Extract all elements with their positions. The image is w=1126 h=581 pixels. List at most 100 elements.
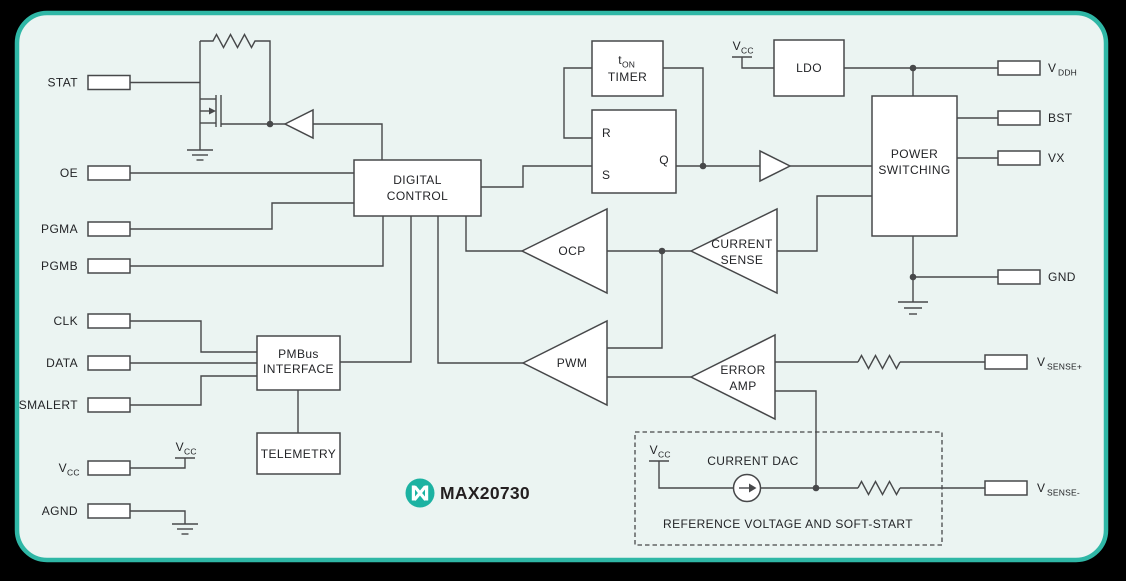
device-name: MAX20730	[440, 483, 530, 503]
block-pwm: PWM	[521, 319, 608, 407]
reference-soft-start-region: REFERENCE VOLTAGE AND SOFT-START CURRENT…	[634, 431, 943, 546]
wire-smalert	[130, 375, 257, 406]
block-telemetry: TELEMETRY	[256, 432, 341, 475]
amplifier-triangle	[689, 333, 776, 421]
pin-vddh: V DDH	[997, 60, 1077, 78]
block-pmbus-interface: PMBus INTERFACE	[256, 335, 341, 391]
current-source-icon	[732, 473, 762, 503]
inverter-icon	[283, 108, 314, 140]
vcc-label: V	[176, 440, 184, 454]
pin-box	[87, 221, 131, 237]
pin-label-sub: SENSE+	[1047, 362, 1082, 372]
vcc-rail-icon: V CC	[649, 443, 671, 462]
pin-box	[997, 60, 1041, 76]
wire-vcc-pin	[130, 458, 186, 469]
wire-inverter-input	[313, 123, 383, 160]
block-label: TIMER	[608, 70, 647, 84]
wire-node-to-pwm	[607, 251, 663, 349]
pin-vx: VX	[997, 150, 1065, 166]
block-label: AMP	[729, 379, 756, 393]
junction-dot	[909, 273, 917, 281]
block-box	[353, 159, 482, 217]
block-box	[773, 39, 845, 97]
pin-box	[997, 150, 1041, 166]
pin-label: PGMA	[41, 222, 78, 236]
buffer-icon	[759, 149, 792, 183]
block-label: DIGITAL	[393, 173, 442, 187]
block-label: CONTROL	[387, 189, 448, 203]
pin-label-sub: CC	[67, 468, 80, 478]
pin-label: V	[59, 461, 67, 475]
block-rs-latch: R S Q	[591, 109, 677, 194]
pin-data: DATA	[46, 355, 131, 371]
wire-vcc-to-dac	[658, 461, 734, 489]
pin-label: SMALERT	[19, 398, 79, 412]
pin-label: GND	[1048, 270, 1076, 284]
ground-icon	[898, 301, 928, 315]
wire-timer-feedback	[663, 67, 704, 166]
mosfet-icon	[200, 95, 222, 127]
block-label-sub: ON	[622, 60, 635, 70]
resistor-icon	[857, 480, 901, 496]
vcc-rail-icon: V CC	[175, 440, 197, 459]
block-error-amp: ERROR AMP	[689, 333, 776, 421]
vcc-rail-icon: V CC	[732, 39, 753, 58]
pin-box	[87, 313, 131, 329]
latch-r-label: R	[602, 126, 611, 140]
block-box	[256, 335, 341, 391]
junction-dot	[266, 120, 274, 128]
pin-stat: STAT	[48, 74, 131, 91]
current-source-arrow-head	[749, 483, 757, 493]
maxim-logo: MAX20730	[405, 478, 530, 508]
pin-label: V	[1037, 481, 1045, 495]
junction-dot	[909, 64, 917, 72]
junction-dot	[658, 247, 666, 255]
pin-box	[87, 460, 131, 476]
wire-dc-to-s	[481, 165, 592, 188]
pin-pgma: PGMA	[41, 221, 131, 237]
latch-s-label: S	[602, 168, 610, 182]
wire-agnd	[130, 510, 186, 524]
reference-label: REFERENCE VOLTAGE AND SOFT-START	[663, 517, 913, 531]
amplifier-triangle	[689, 207, 778, 295]
dashed-box	[634, 431, 943, 546]
wire-timer-to-r	[563, 67, 592, 139]
pin-label: VX	[1048, 151, 1065, 165]
block-digital-control: DIGITAL CONTROL	[353, 159, 482, 217]
pin-clk: CLK	[53, 313, 131, 329]
wire-ocp-to-dc	[465, 216, 522, 252]
pin-label-sub: SENSE-	[1047, 488, 1080, 498]
wire-vcc-to-ldo	[741, 57, 774, 69]
vcc-label-sub: CC	[184, 447, 197, 457]
wire-pgma	[130, 202, 354, 230]
pin-label-sub: DDH	[1058, 68, 1077, 78]
wire-pmbus-to-dc	[340, 216, 412, 363]
pin-gnd: GND	[997, 269, 1076, 285]
pin-label: OE	[60, 166, 78, 180]
ground-icon	[172, 523, 198, 535]
junction-dot	[812, 484, 820, 492]
pin-label: AGND	[42, 504, 78, 518]
pin-label: BST	[1048, 111, 1073, 125]
resistor-icon	[857, 354, 901, 370]
pin-box	[984, 480, 1028, 496]
maxim-logo-glyph	[413, 485, 427, 501]
block-label: PWM	[557, 356, 588, 370]
pin-box	[87, 74, 131, 91]
pin-label: PGMB	[41, 259, 78, 273]
pin-label: STAT	[48, 76, 79, 90]
block-label: LDO	[796, 61, 822, 75]
block-label: CURRENT	[711, 237, 773, 251]
vcc-label-sub: CC	[658, 450, 671, 460]
block-ton-timer: t ON TIMER	[591, 40, 664, 97]
latch-q-label: Q	[659, 153, 669, 167]
block-box	[871, 95, 958, 237]
block-ldo: LDO	[773, 39, 845, 97]
block-power-switching: POWER SWITCHING	[871, 95, 958, 237]
vcc-label: V	[650, 443, 658, 457]
block-label: POWER	[891, 147, 938, 161]
block-ocp: OCP	[520, 207, 608, 295]
block-label: ERROR	[720, 363, 765, 377]
wire-ps-to-cs	[777, 195, 872, 252]
resistor-icon	[200, 33, 271, 124]
